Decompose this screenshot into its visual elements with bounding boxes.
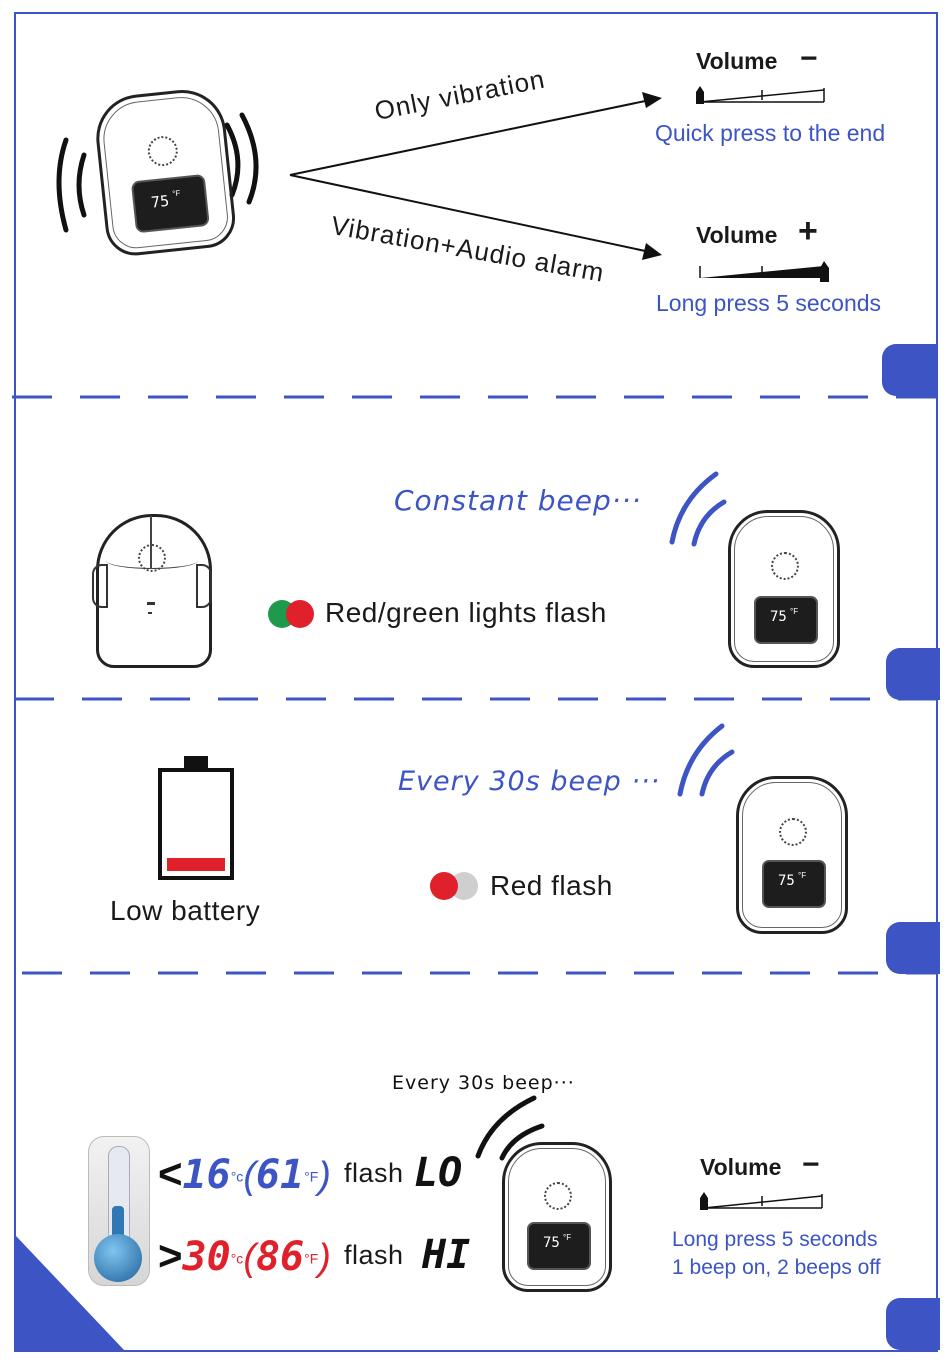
section-tab-2: [886, 648, 940, 700]
low-temp-row: <16°c(61°F): [158, 1150, 331, 1198]
constant-beep-text: Constant beep···: [394, 484, 642, 517]
thermometer-icon: [82, 1136, 154, 1286]
volume-title-4: Volume: [700, 1154, 782, 1180]
display-unit: °F: [790, 607, 799, 616]
volume-plus-sign: +: [798, 212, 818, 250]
red-flash-lights-icon: [430, 872, 478, 900]
corner-triangle: [16, 1236, 124, 1350]
baby-unit-device: [92, 514, 212, 668]
volume-slider-max-icon: [699, 261, 829, 282]
volume-hint-line1: Long press 5 seconds: [672, 1228, 878, 1251]
power-button-icon: [779, 818, 807, 846]
low-op: <: [158, 1150, 183, 1197]
parent-unit-device: 75 °F: [91, 85, 239, 259]
every-30s-beep-small-text: Every 30s beep···: [392, 1072, 575, 1094]
high-flash-word: flash: [344, 1240, 404, 1270]
power-button-icon: [544, 1182, 572, 1210]
low-battery-icon: [158, 756, 234, 880]
volume-plus-hint: Long press 5 seconds: [656, 290, 882, 316]
high-op: >: [158, 1232, 183, 1279]
signal-waves-icon: [669, 471, 727, 547]
camera-lens-icon: [138, 544, 166, 572]
volume-slider-min-icon: [700, 1192, 823, 1210]
section-tab-3: [886, 922, 940, 974]
high-code: HI: [422, 1232, 471, 1278]
branch-arrows: [289, 92, 662, 260]
section-divider-1: [12, 395, 938, 399]
high-paren-close: ): [318, 1237, 331, 1279]
high-celsius: 30: [182, 1234, 231, 1280]
low-c-unit: °c: [230, 1168, 244, 1185]
display-temperature: 75: [543, 1235, 560, 1251]
red-flash-text: Red flash: [490, 870, 613, 901]
every-30s-beep-text: Every 30s beep ···: [398, 766, 661, 797]
display-temperature: 75: [150, 191, 171, 212]
volume-sign-4: −: [802, 1148, 820, 1181]
low-flash-word: flash: [344, 1158, 404, 1188]
volume-minus-hint: Quick press to the end: [655, 120, 886, 146]
low-battery-label: Low battery: [110, 895, 261, 926]
display-unit: °F: [798, 871, 807, 880]
high-temp-row: >30°c(86°F): [158, 1232, 331, 1280]
low-code: LO: [414, 1150, 463, 1196]
volume-plus-title: Volume: [696, 222, 778, 248]
signal-waves-icon: [475, 1095, 545, 1161]
red-green-lights-text: Red/green lights flash: [325, 597, 607, 628]
display-temperature: 75: [778, 873, 795, 889]
vibration-waves-icon: [56, 112, 259, 233]
low-fahrenheit: 61: [255, 1152, 305, 1198]
volume-slider-min-icon: [696, 86, 825, 104]
high-c-unit: °c: [230, 1250, 244, 1267]
section-divider-3: [22, 971, 938, 975]
volume-minus-sign: −: [800, 42, 818, 75]
section-tab-4: [886, 1298, 940, 1350]
parent-unit-device-4: 75 °F: [502, 1142, 612, 1292]
low-paren-open: (: [243, 1155, 256, 1197]
display-unit: °F: [563, 1233, 572, 1242]
low-f-unit: °F: [304, 1168, 319, 1185]
volume-minus-title: Volume: [696, 48, 778, 74]
section-tab-1: [882, 344, 936, 396]
low-celsius: 16: [182, 1152, 231, 1198]
low-paren-close: ): [318, 1155, 331, 1197]
display-temperature: 75: [770, 609, 787, 625]
display-unit: °F: [171, 188, 181, 199]
power-button-icon: [771, 552, 799, 580]
high-fahrenheit: 86: [255, 1234, 305, 1280]
volume-hint-line2: 1 beep on, 2 beeps off: [672, 1256, 881, 1279]
parent-unit-device-3: 75 °F: [736, 776, 848, 934]
signal-waves-icon: [677, 723, 735, 797]
parent-unit-device-2: 75 °F: [728, 510, 840, 668]
section-divider-2: [14, 697, 938, 701]
red-green-lights-icon: [268, 600, 316, 628]
high-f-unit: °F: [304, 1250, 319, 1267]
high-paren-open: (: [243, 1237, 256, 1279]
